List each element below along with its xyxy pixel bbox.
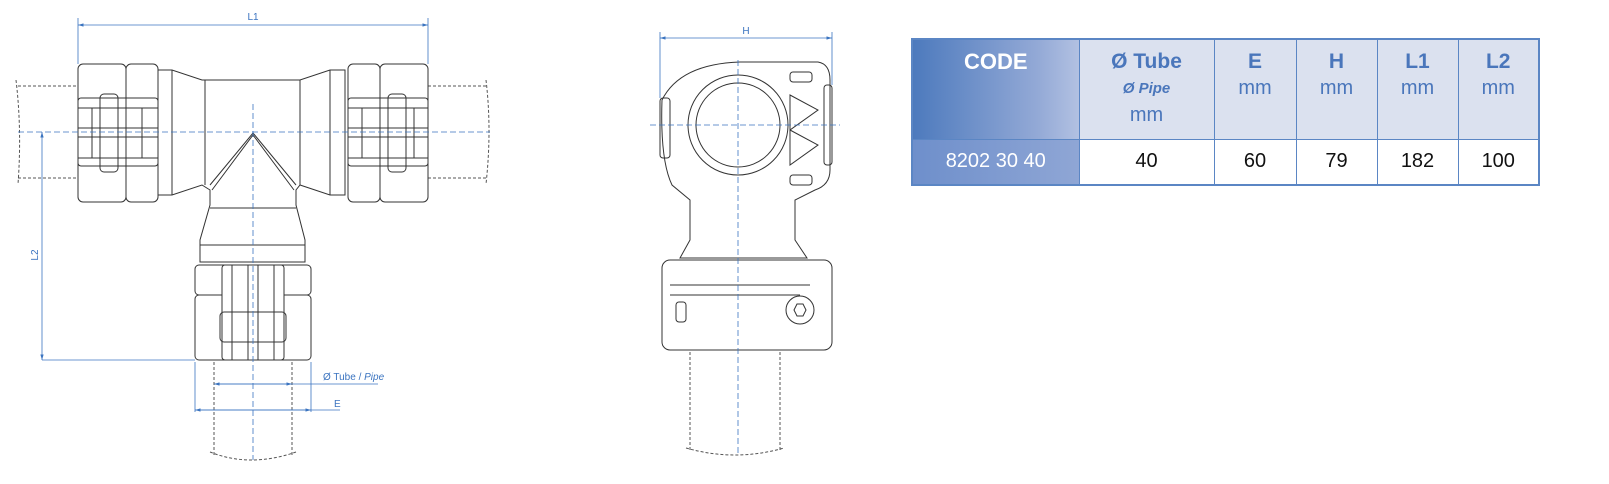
cell-h: 79 <box>1295 138 1378 185</box>
header-code: CODE <box>911 38 1080 140</box>
dim-label-l2: L2 <box>30 249 41 261</box>
dim-label-e: E <box>334 399 341 410</box>
side-view <box>650 60 840 456</box>
front-view <box>15 63 490 461</box>
table-row: 8202 30 40 40 60 79 182 100 <box>911 138 1540 185</box>
dim-label-tube: Ø Tube / Pipe <box>323 372 385 383</box>
left-coupling <box>77 63 159 203</box>
cell-code: 8202 30 40 <box>911 138 1080 185</box>
side-dimensions <box>659 32 833 98</box>
dim-label-l1: L1 <box>247 12 259 23</box>
cell-l1: 182 <box>1376 138 1459 185</box>
right-coupling <box>347 63 429 203</box>
dim-label-h: H <box>742 26 749 37</box>
cell-e: 60 <box>1213 138 1297 185</box>
cell-l2: 100 <box>1457 138 1540 185</box>
technical-drawing: L1 L2 Ø Tube / Pipe E H <box>15 12 840 461</box>
front-dimensions <box>40 18 429 412</box>
cell-tube: 40 <box>1078 138 1215 185</box>
